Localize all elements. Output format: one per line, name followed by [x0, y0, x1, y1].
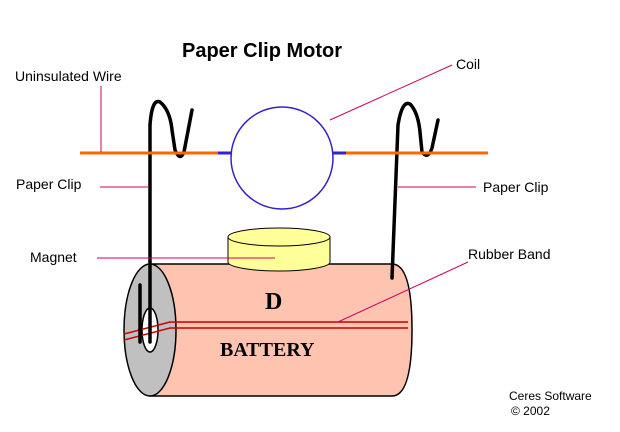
magnet: [227, 227, 331, 272]
label-rubber-band: Rubber Band: [468, 246, 551, 262]
battery: D BATTERY: [123, 263, 413, 397]
leader-lines: [97, 64, 476, 323]
label-coil: Coil: [456, 56, 480, 72]
battery-letter: D: [265, 289, 282, 315]
label-paper-clip-left: Paper Clip: [16, 176, 82, 192]
label-uninsulated-wire: Uninsulated Wire: [15, 68, 122, 84]
coil: [218, 106, 346, 210]
credit-company: Ceres Software: [509, 389, 592, 403]
credit-copyright: © 2002: [511, 404, 550, 418]
paper-clip-right: [390, 101, 440, 280]
paper-clip-left: [138, 99, 194, 344]
diagram-title: Paper Clip Motor: [182, 40, 342, 62]
label-magnet: Magnet: [30, 249, 77, 265]
battery-word: BATTERY: [220, 339, 315, 361]
label-paper-clip-right: Paper Clip: [483, 179, 549, 195]
battery-body: [149, 263, 413, 397]
